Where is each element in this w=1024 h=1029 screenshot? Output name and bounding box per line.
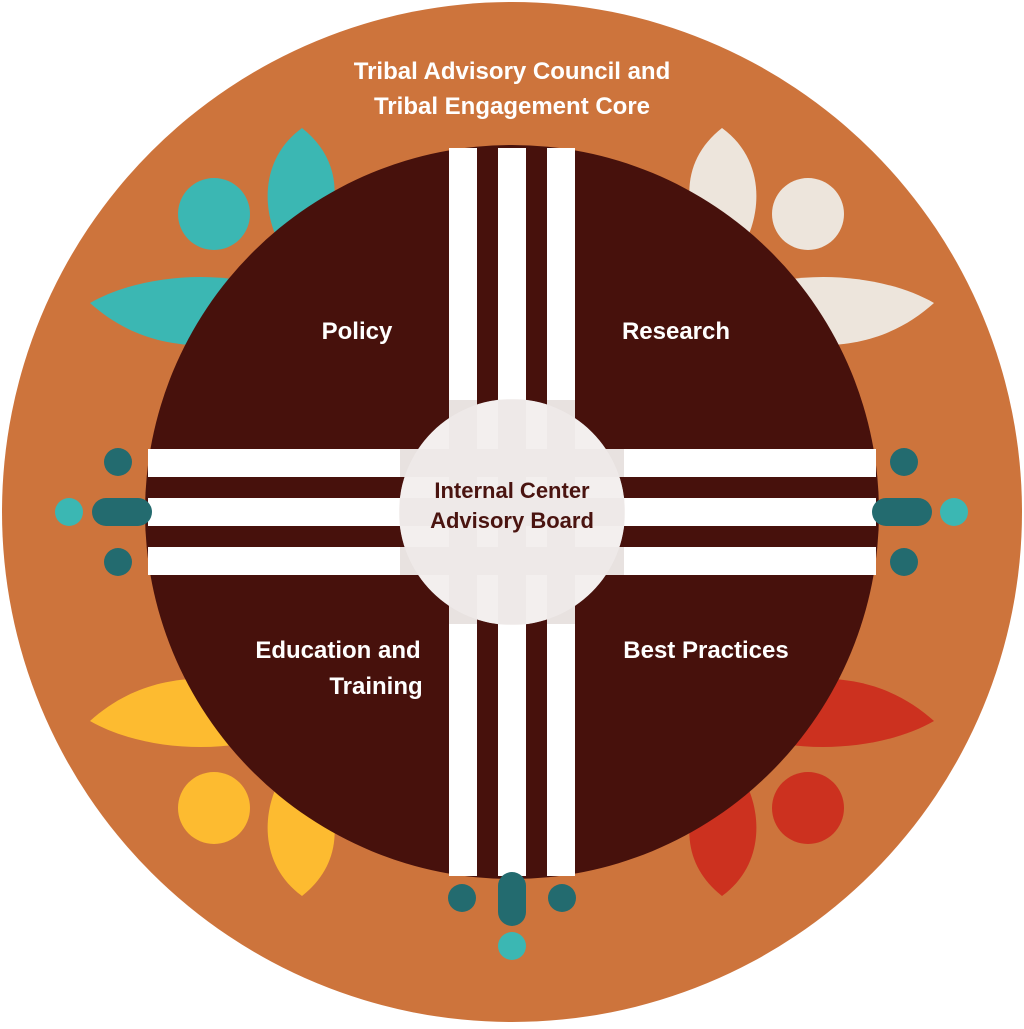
- dot-br: [772, 772, 844, 844]
- dots-right: [872, 448, 968, 576]
- center-label-line2: Advisory Board: [430, 508, 594, 533]
- dot-left-lower: [104, 548, 132, 576]
- dot-bottom-outer: [498, 932, 526, 960]
- outer-title-line2: Tribal Engagement Core: [374, 93, 650, 120]
- dot-left-outer: [55, 498, 83, 526]
- dot-bottom-left: [448, 884, 476, 912]
- bar-left: [92, 498, 152, 526]
- dot-tr: [772, 178, 844, 250]
- dot-right-lower: [890, 548, 918, 576]
- quadrant-best-practices: Best Practices: [623, 637, 788, 664]
- quadrant-policy: Policy: [322, 318, 393, 345]
- dots-left: [55, 448, 152, 576]
- dot-bottom-right: [548, 884, 576, 912]
- bar-right: [872, 498, 932, 526]
- dot-tl: [178, 178, 250, 250]
- quadrant-education-line1: Education and: [255, 637, 420, 664]
- outer-title-line1: Tribal Advisory Council and: [354, 58, 671, 85]
- dot-left-upper: [104, 448, 132, 476]
- center-label-line1: Internal Center: [434, 478, 590, 503]
- center-disc-overlay: [399, 399, 625, 625]
- dots-bottom: [448, 872, 576, 960]
- dot-bl: [178, 772, 250, 844]
- dot-right-outer: [940, 498, 968, 526]
- dot-right-upper: [890, 448, 918, 476]
- bar-bottom: [498, 872, 526, 926]
- quadrant-research: Research: [622, 318, 730, 345]
- quadrant-education-line2: Training: [329, 673, 422, 700]
